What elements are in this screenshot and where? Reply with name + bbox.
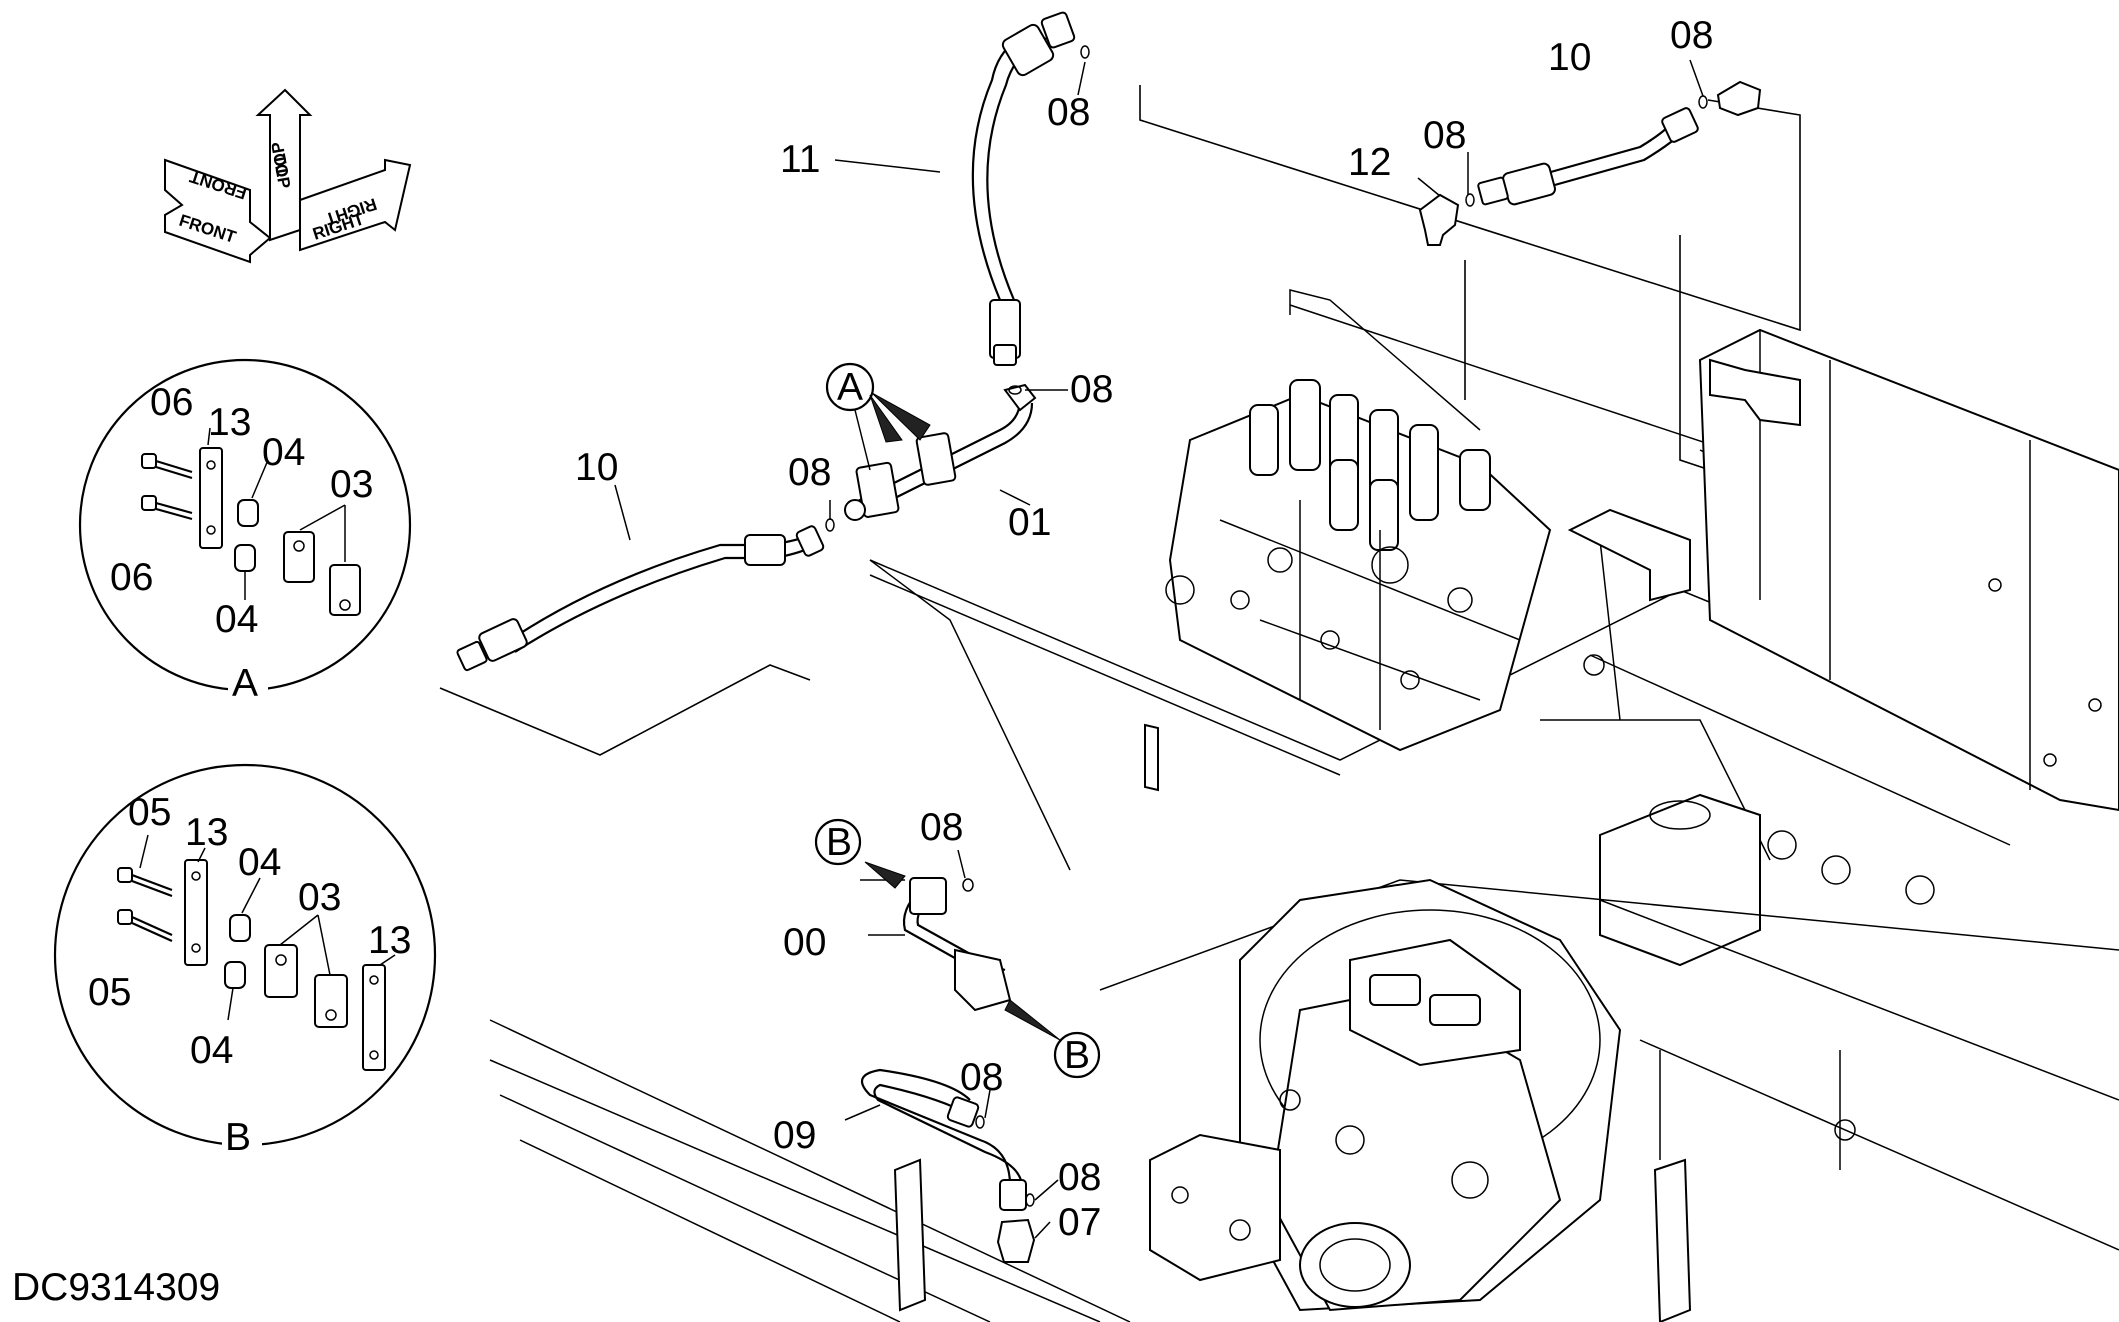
callout-08-top: 08 — [1047, 91, 1090, 134]
control-valve — [1165, 379, 1552, 752]
marker-b-circle-bottom — [1053, 1031, 1101, 1079]
detail-b-label-13-top: 13 — [185, 811, 228, 854]
collar-04-b-1 — [229, 914, 251, 942]
detail-a-label-06-bottom: 06 — [110, 556, 153, 599]
detail-b: 05 13 04 03 13 05 04 B — [53, 763, 437, 1162]
callout-08-hose11-end: 08 — [1070, 368, 1113, 411]
hose-10-top — [1477, 80, 1762, 206]
oring-08-top — [1080, 45, 1090, 59]
plate-13-b-2 — [362, 964, 386, 1071]
adapter-07 — [996, 1218, 1036, 1263]
collar-04-a-2 — [234, 544, 256, 572]
marker-b-label-bottom: B — [1064, 1034, 1090, 1077]
detail-a-label-04-bottom: 04 — [215, 598, 258, 641]
detail-b-label-05-bottom: 05 — [88, 971, 131, 1014]
pump-assembly — [1149, 878, 1622, 1312]
bracket-1 — [1567, 508, 1691, 602]
callout-11: 11 — [780, 138, 821, 181]
elbow-top-right — [1716, 80, 1762, 117]
clamp-b — [909, 877, 947, 915]
detail-b-title: B — [225, 1116, 251, 1159]
clamp-a-1 — [855, 461, 900, 518]
collar-04-a-1 — [237, 499, 259, 527]
detail-a-label-04-top: 04 — [262, 431, 305, 474]
callout-09: 09 — [773, 1114, 816, 1157]
callout-08-left: 08 — [788, 451, 831, 494]
clamp-a-2 — [915, 432, 957, 486]
post-left — [893, 1158, 927, 1312]
bolt-06-upper — [141, 453, 193, 480]
hose-11 — [971, 11, 1076, 366]
callout-08-09: 08 — [960, 1056, 1003, 1099]
callout-08-topright: 08 — [1670, 14, 1713, 57]
marker-b-label-top: B — [826, 821, 852, 864]
plate-13-a — [199, 447, 223, 549]
callout-08-b: 08 — [920, 806, 963, 849]
detail-a-label-03: 03 — [330, 463, 373, 506]
detail-a: 06 13 04 03 06 04 A — [78, 358, 412, 705]
machine-frame — [439, 85, 2119, 1322]
callout-08-bottom: 08 — [1058, 1156, 1101, 1199]
clamp-03-a-1 — [283, 531, 315, 583]
diagram-code: DC9314309 — [12, 1266, 220, 1309]
oring-08-hose11 — [1008, 385, 1022, 395]
bolt-05-upper — [117, 867, 173, 898]
detail-b-label-13-right: 13 — [368, 919, 411, 962]
detail-a-label-06-top: 06 — [150, 381, 193, 424]
clamp-03-b-1 — [264, 944, 298, 998]
pipe-00 — [902, 877, 1012, 1012]
callout-12: 12 — [1348, 141, 1391, 184]
clamp-03-b-2 — [314, 974, 348, 1028]
marker-a-label: A — [837, 366, 863, 409]
hose-10-left — [456, 518, 835, 672]
hose-09 — [860, 1068, 1035, 1211]
orientation-indicator: FRONT FRONT TOP TOP RIGHT RIGHT — [164, 88, 412, 264]
bracket-2 — [1144, 723, 1159, 792]
pipe-01 — [844, 383, 1037, 521]
callout-01: 01 — [1008, 501, 1051, 544]
callout-10-top: 10 — [1548, 36, 1591, 79]
callout-00: 00 — [783, 921, 826, 964]
callout-labels: 11 08 10 08 08 12 08 A 10 08 01 B 08 00 … — [575, 14, 1713, 1244]
plate-13-b-1 — [184, 859, 208, 966]
pump-shaft-housing — [1299, 1222, 1411, 1308]
detail-b-label-05-top: 05 — [128, 791, 171, 834]
swing-bracket — [1599, 793, 1761, 967]
bolt-05-lower — [117, 909, 173, 943]
marker-b-circle-top — [814, 818, 862, 866]
collar-04-b-2 — [224, 961, 246, 989]
callout-leaders — [614, 59, 1704, 1239]
callout-08-mid: 08 — [1423, 114, 1466, 157]
marker-a-circle — [825, 362, 875, 412]
callout-10-left: 10 — [575, 446, 618, 489]
detail-b-label-04-bottom: 04 — [190, 1029, 233, 1072]
elbow-12 — [1418, 193, 1460, 246]
valve-block-00 — [954, 948, 1012, 1012]
callout-07: 07 — [1058, 1201, 1101, 1244]
detail-b-label-03: 03 — [298, 876, 341, 919]
regulator — [1149, 1133, 1281, 1282]
clamp-03-a-2 — [329, 564, 361, 616]
detail-b-label-04-top: 04 — [238, 841, 281, 884]
bolt-06-lower — [141, 495, 193, 521]
detail-a-label-13: 13 — [208, 401, 251, 444]
post-right — [1653, 1158, 1692, 1322]
detail-a-title: A — [232, 662, 258, 705]
